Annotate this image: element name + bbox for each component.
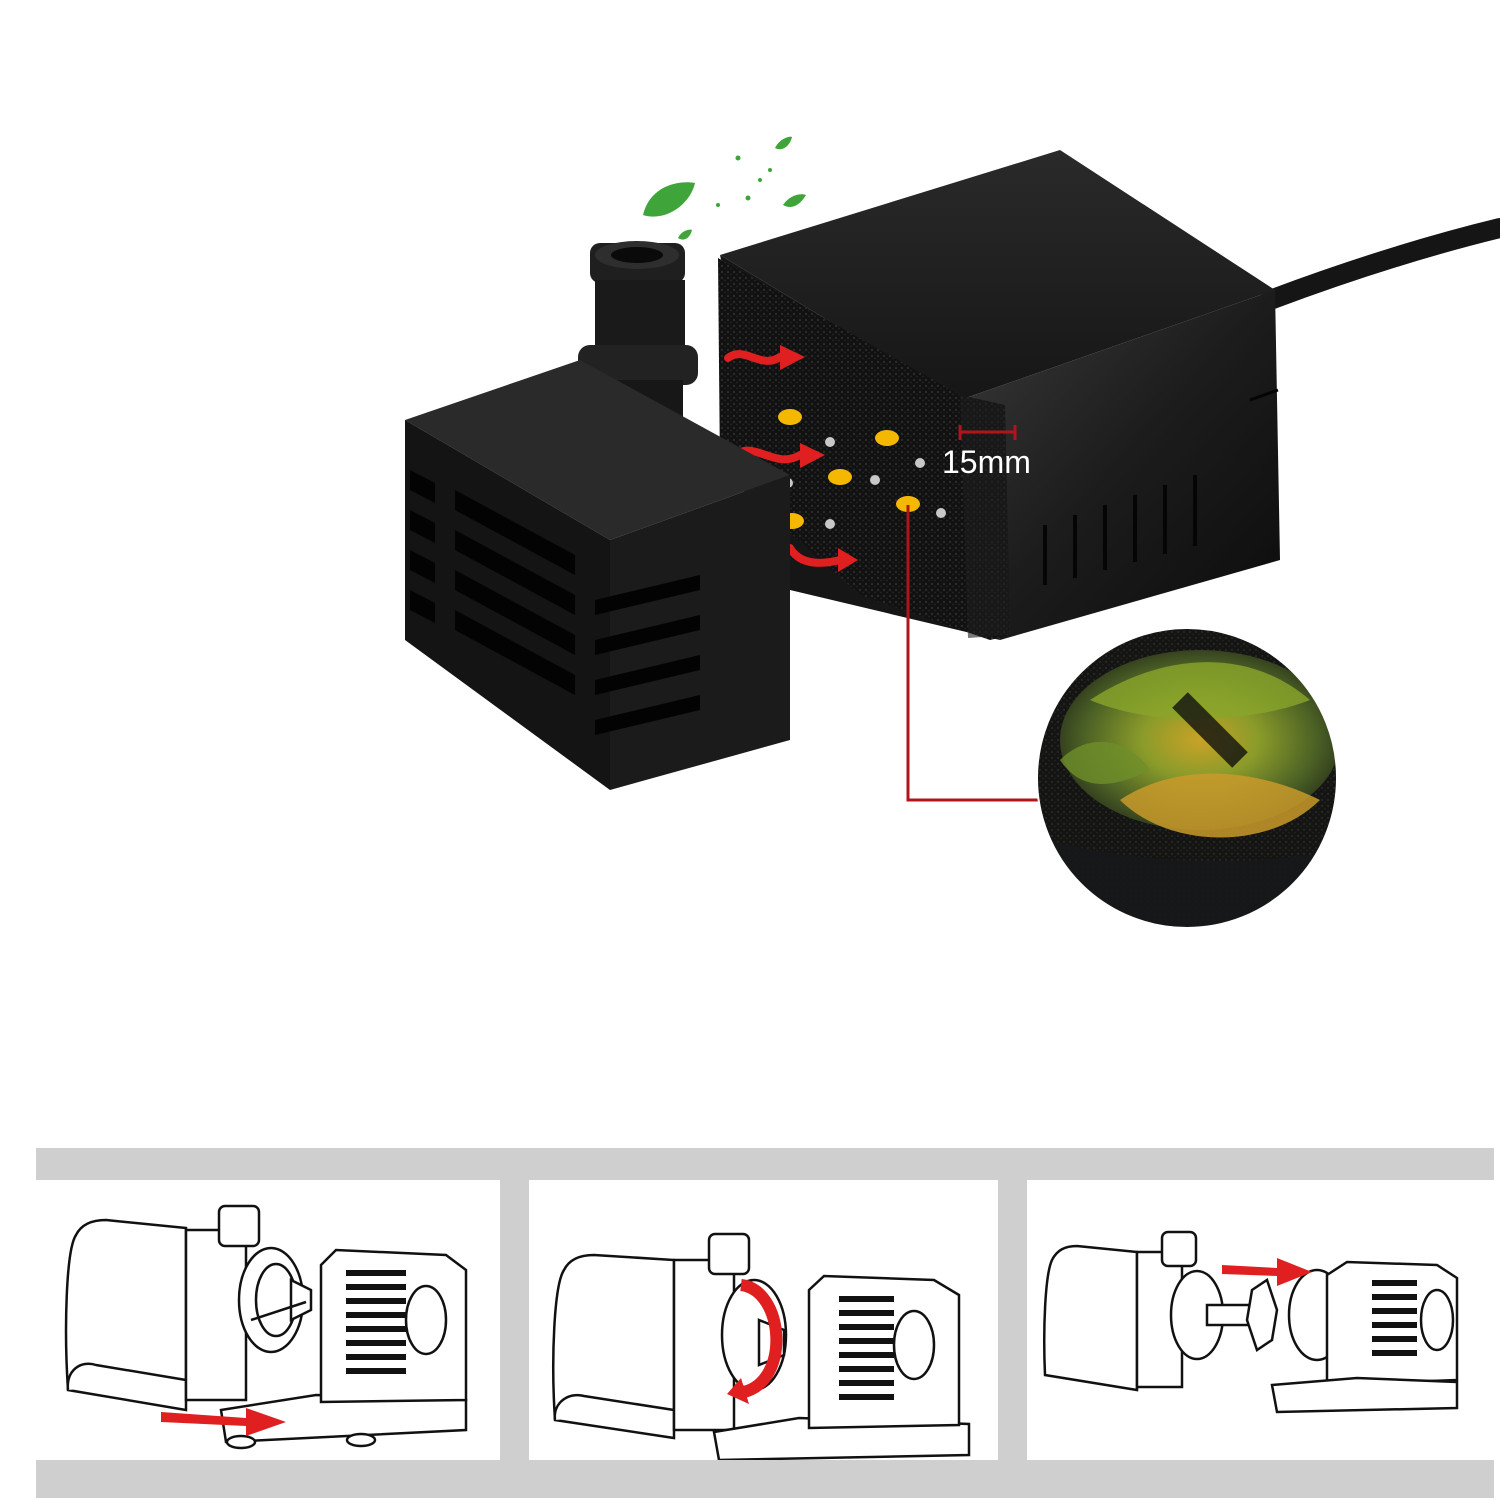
thickness-dimension: 15mm xyxy=(942,425,1031,480)
step-1-drawing xyxy=(64,1204,468,1450)
thickness-label: 15mm xyxy=(942,444,1031,480)
product-hero-image: 15mm xyxy=(405,136,1500,929)
leaf-decoration xyxy=(643,136,806,240)
step-1-panel xyxy=(36,1180,500,1460)
step-3-drawing xyxy=(1043,1230,1459,1414)
power-cable xyxy=(1260,218,1500,310)
step-2-drawing xyxy=(552,1232,971,1460)
step-2-panel xyxy=(529,1180,998,1460)
callout-line xyxy=(906,505,1040,802)
step-3-panel xyxy=(1027,1180,1494,1460)
pump-head xyxy=(405,241,790,790)
debris-closeup xyxy=(1037,628,1337,928)
